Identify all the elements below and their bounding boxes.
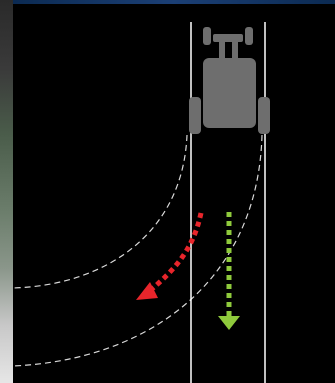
green-arrow-head bbox=[218, 316, 240, 330]
turn-path-outer bbox=[13, 135, 262, 366]
turn-path-inner bbox=[13, 135, 187, 288]
red-dashed-curved-arrow-icon bbox=[146, 213, 201, 294]
red-arrow-head bbox=[136, 282, 158, 300]
tractor-top-view-icon bbox=[189, 27, 270, 134]
